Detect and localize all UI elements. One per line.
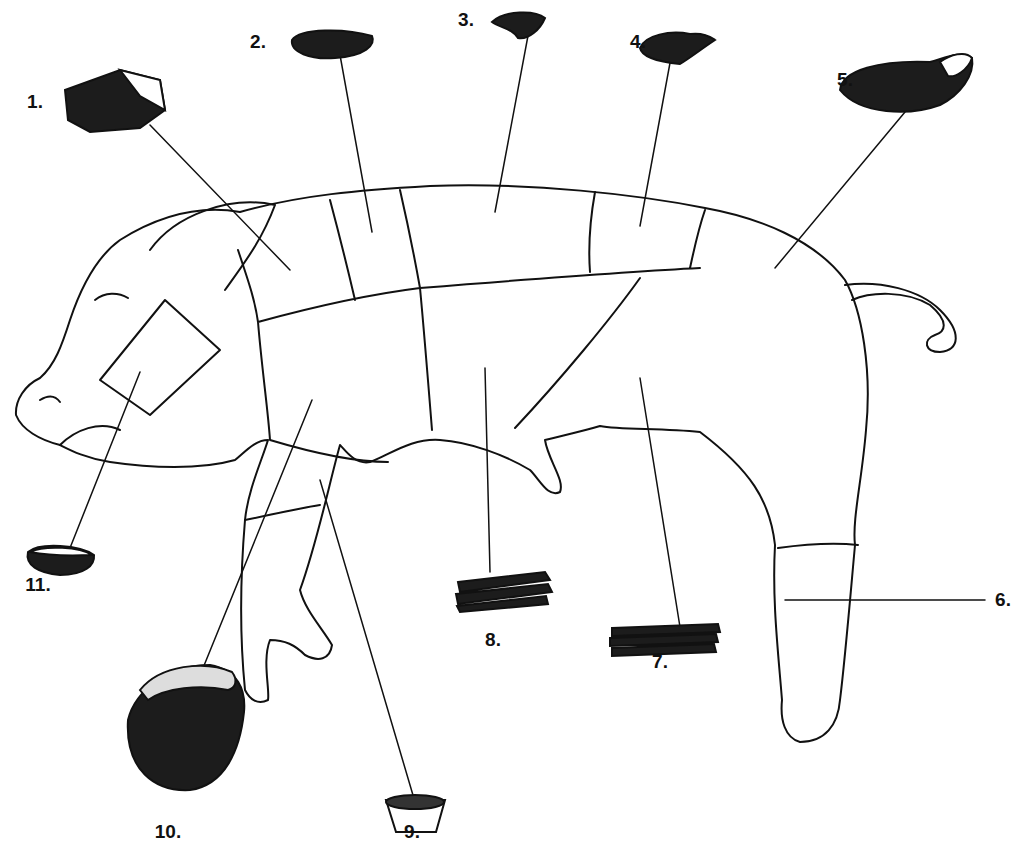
callout-number: 10. (155, 821, 181, 842)
callout-number: 7. (652, 651, 668, 673)
eye (95, 294, 128, 300)
cut-icon (28, 546, 94, 575)
callout-number: 3. (458, 9, 474, 31)
callout-number: 6. (995, 589, 1011, 611)
cut-icon (128, 665, 244, 790)
cut-icon (456, 572, 552, 612)
tail (845, 284, 956, 352)
cut-icons (28, 12, 973, 832)
cut-icon (840, 55, 972, 112)
cut-icon (386, 795, 444, 809)
cheek-cut (100, 300, 220, 415)
pig-drawing (16, 25, 985, 802)
leader-lines (70, 25, 985, 802)
cut-icon (30, 548, 92, 556)
cut-lines (238, 190, 858, 548)
cut-icon (120, 70, 165, 110)
cut-icon (140, 666, 235, 700)
ear (150, 202, 275, 290)
cut-icon (940, 54, 972, 76)
snout-mouth (40, 396, 120, 445)
cut-icon (640, 33, 715, 64)
pig-outline (16, 185, 868, 742)
cut-icon (65, 70, 165, 132)
callout-number: 2. (250, 31, 266, 53)
cut-icon (492, 12, 545, 38)
callout-number: 4. (630, 31, 646, 53)
cut-icon (292, 30, 373, 58)
callout-number: 11. (25, 574, 50, 596)
callout-number: 9. (404, 821, 420, 842)
callout-number: 5. (837, 69, 853, 91)
callout-number: 1. (27, 91, 43, 113)
callout-number: 8. (485, 629, 501, 651)
